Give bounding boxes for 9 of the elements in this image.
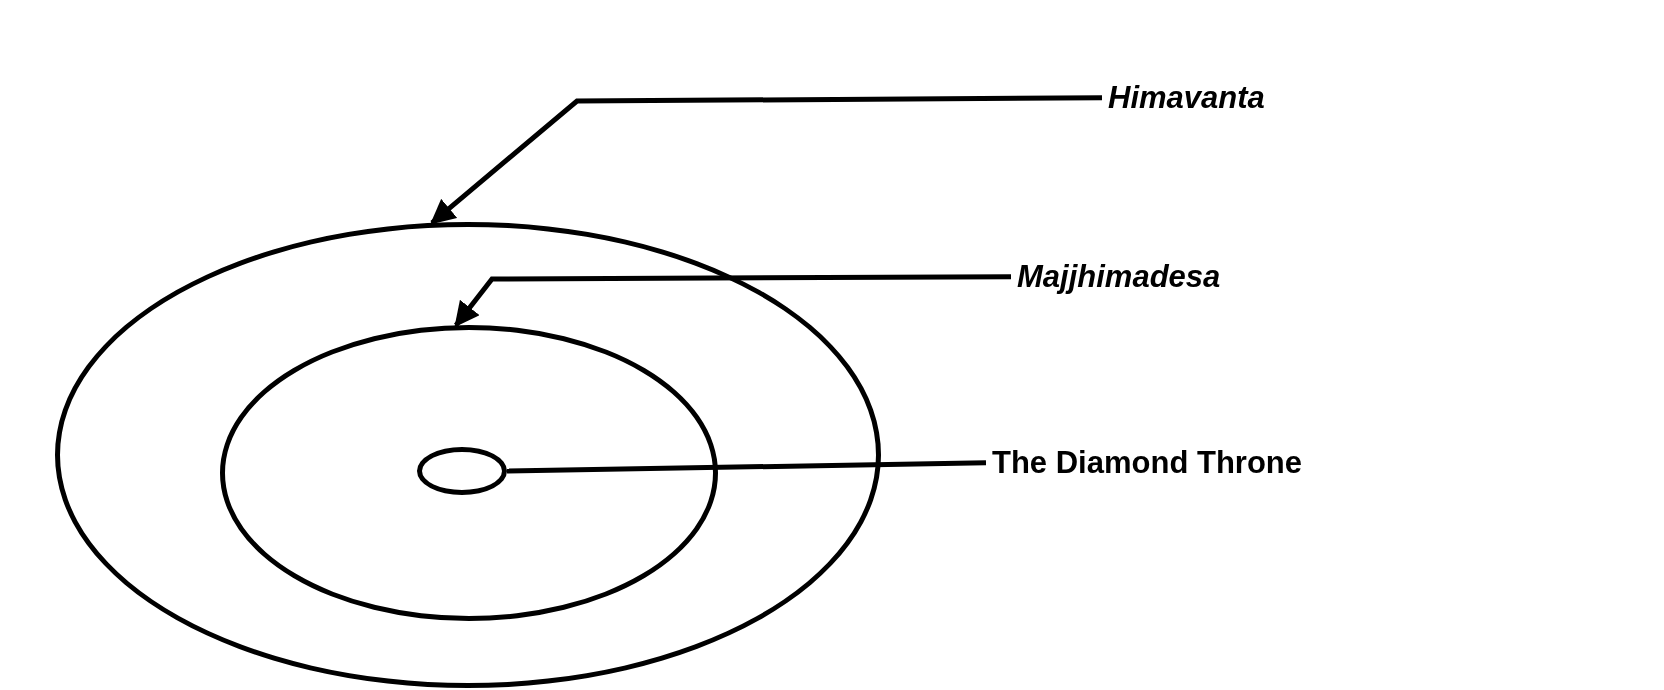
leader-line	[506, 460, 987, 474]
leader-line	[430, 95, 1102, 225]
ellipse-outline	[417, 447, 507, 495]
region-label: The Diamond Throne	[992, 445, 1302, 481]
leader-line	[454, 274, 1011, 328]
ellipse-outline	[55, 222, 881, 688]
ellipse-outline	[220, 325, 718, 621]
region-label: Majjhimadesa	[1017, 259, 1221, 295]
region-label: Himavanta	[1108, 80, 1265, 116]
